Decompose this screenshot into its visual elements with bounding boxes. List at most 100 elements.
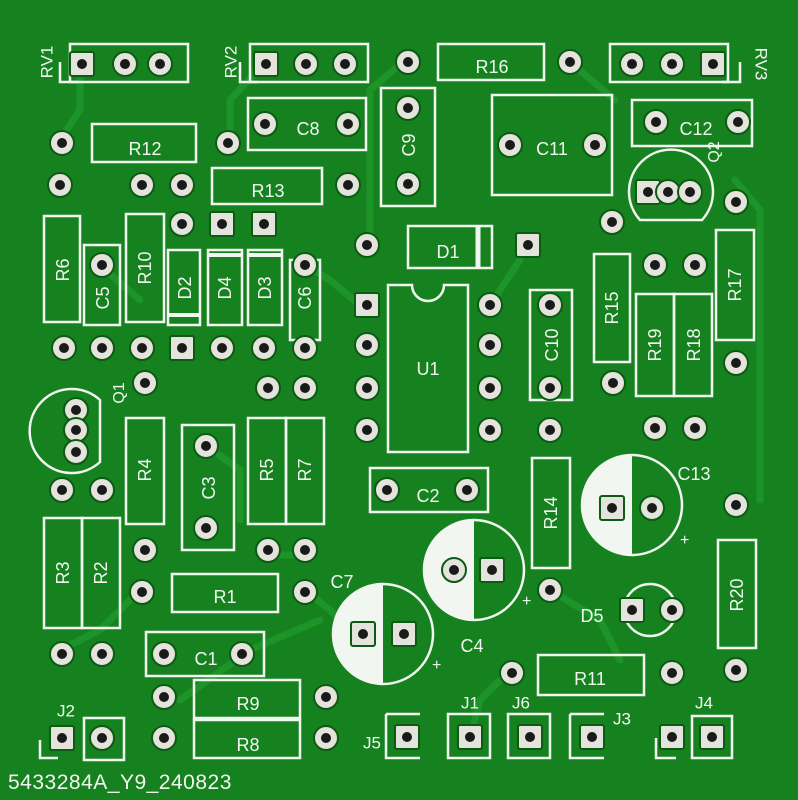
drill-hole — [343, 119, 353, 129]
ref-label-c7: C7 — [330, 572, 353, 592]
solder-pad — [209, 335, 235, 361]
ref-label-rv3: RV3 — [752, 48, 771, 81]
ref-label-j1: J1 — [461, 693, 479, 712]
r1-outline — [170, 572, 280, 614]
drill-hole — [485, 340, 495, 350]
drill-hole — [177, 219, 187, 229]
solder-pad — [477, 292, 503, 318]
drill-hole — [507, 668, 517, 678]
drill-hole — [667, 605, 677, 615]
drill-hole — [525, 732, 535, 742]
solder-pad — [725, 109, 751, 135]
drill-hole — [300, 260, 310, 270]
solder-pad — [292, 537, 318, 563]
drill-hole — [57, 138, 67, 148]
solder-pad — [112, 51, 138, 77]
solder-pad — [659, 724, 685, 750]
solder-pad — [579, 724, 605, 750]
drill-hole — [301, 59, 311, 69]
drill-hole — [627, 59, 637, 69]
solder-pad — [89, 252, 115, 278]
drill-hole — [140, 545, 150, 555]
c2-outline — [368, 466, 490, 514]
solder-pad — [682, 415, 708, 441]
solder-pad — [395, 49, 421, 75]
j4-bracket — [654, 738, 676, 760]
solder-pad — [132, 370, 158, 396]
r10-outline — [124, 212, 166, 324]
drill-hole — [651, 117, 661, 127]
r18-outline — [672, 292, 714, 398]
ref-label-rv1: RV1 — [37, 46, 56, 79]
solder-pad — [229, 641, 255, 667]
solder-pad — [354, 292, 380, 318]
solder-pad — [63, 417, 89, 443]
c1-outline — [144, 630, 266, 678]
ref-label-r2: R2 — [91, 561, 111, 584]
solder-pad — [454, 477, 480, 503]
drill-hole — [731, 197, 741, 207]
solder-pad — [557, 49, 583, 75]
drill-hole — [485, 383, 495, 393]
drill-hole — [647, 503, 657, 513]
drill-hole — [587, 732, 597, 742]
drill-hole — [137, 180, 147, 190]
solder-pad — [169, 335, 195, 361]
j3-bracket — [568, 712, 604, 760]
solder-pad — [582, 132, 608, 158]
ref-label-c12: C12 — [679, 119, 712, 139]
solder-pad — [293, 51, 319, 77]
solder-pad — [292, 375, 318, 401]
ref-label-r8: R8 — [236, 735, 259, 755]
solder-pad — [89, 725, 115, 751]
solder-pad — [600, 370, 626, 396]
r9-outline — [192, 678, 302, 720]
ref-label-r18: R18 — [684, 328, 704, 361]
solder-pad — [723, 189, 749, 215]
solder-pad — [215, 130, 241, 156]
solder-pad — [193, 515, 219, 541]
ref-label-r15: R15 — [602, 291, 622, 324]
drill-hole — [643, 187, 653, 197]
ref-label-r3: R3 — [53, 561, 73, 584]
solder-pad — [537, 375, 563, 401]
drill-hole — [201, 441, 211, 451]
solder-pad — [335, 172, 361, 198]
drill-hole — [263, 383, 273, 393]
silkscreen-outlines — [28, 42, 758, 762]
ref-label-r6: R6 — [53, 258, 73, 281]
drill-hole — [485, 300, 495, 310]
r14-outline — [530, 456, 572, 570]
drill-hole — [140, 378, 150, 388]
drill-hole — [71, 447, 81, 457]
solder-pad — [354, 332, 380, 358]
solder-pad — [151, 641, 177, 667]
solder-pad — [537, 292, 563, 318]
drill-hole — [120, 59, 130, 69]
d4-outline — [206, 248, 244, 327]
ref-label-j5: J5 — [363, 733, 381, 752]
drill-hole — [545, 425, 555, 435]
solder-pad — [292, 252, 318, 278]
solder-pad — [255, 375, 281, 401]
drill-hole — [607, 217, 617, 227]
solder-pad — [313, 684, 339, 710]
j2-outline — [82, 716, 126, 762]
solder-pad — [354, 232, 380, 258]
j4-outline — [690, 714, 734, 760]
drill-hole — [731, 500, 741, 510]
ref-label-r13: R13 — [251, 181, 284, 201]
r15-outline — [592, 252, 632, 364]
c5-outline — [82, 243, 122, 327]
solder-pad — [47, 172, 73, 198]
c12-outline — [630, 98, 754, 148]
ref-label-c11: C11 — [536, 139, 568, 159]
drill-hole — [261, 59, 271, 69]
ref-label-c5: C5 — [93, 286, 113, 309]
c9-outline — [379, 86, 437, 208]
solder-pad — [251, 335, 277, 361]
drill-hole — [667, 668, 677, 678]
drill-hole — [159, 649, 169, 659]
ref-label-r20: R20 — [727, 578, 747, 611]
